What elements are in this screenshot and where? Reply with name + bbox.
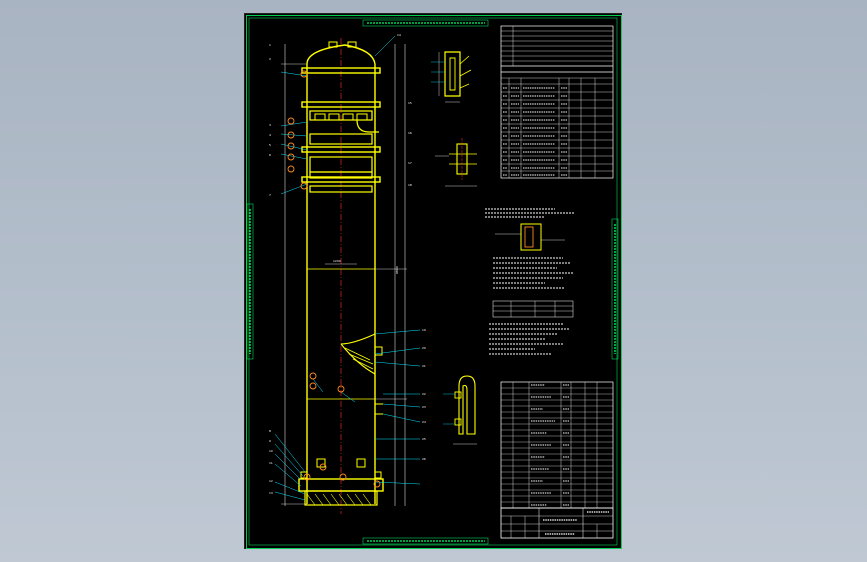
balloon-5: 5 (269, 143, 271, 147)
balloon-23: 23 (422, 405, 426, 409)
balloon-7: 7 (269, 193, 271, 197)
balloon-10: 10 (269, 449, 273, 453)
design-spec-table (500, 25, 614, 179)
balloon-4: 4 (269, 133, 271, 137)
balloon-21: 21 (422, 364, 426, 368)
balloon-11: 11 (269, 461, 273, 465)
balloon-20: 20 (422, 346, 426, 350)
balloon-18: 18 (408, 183, 412, 187)
balloon-12: 12 (269, 479, 273, 483)
detail-view-middle (435, 138, 477, 187)
drawing-frame (246, 15, 622, 549)
balloon-1: 1 (269, 43, 271, 47)
balloon-15: 15 (408, 101, 412, 105)
balloon-24: 24 (422, 420, 426, 424)
balloon-2: 2 (269, 57, 271, 61)
balloon-19: 19 (422, 328, 426, 332)
title-block (500, 507, 614, 539)
detail-view-section (495, 223, 565, 251)
balloon-26: 26 (422, 457, 426, 461)
balloon-circles (287, 70, 381, 488)
cad-drawing: 1200 9800 (246, 15, 622, 549)
balloon-22: 22 (422, 392, 426, 396)
balloon-6: 6 (269, 153, 271, 157)
detail-view-top (431, 51, 472, 103)
svg-text:9800: 9800 (395, 266, 399, 274)
balloon-13: 13 (269, 491, 273, 495)
balloon-17: 17 (408, 161, 412, 165)
balloon-25: 25 (422, 437, 426, 441)
svg-text:1200: 1200 (333, 259, 341, 263)
dimension-lines: 1200 9800 (281, 44, 407, 506)
technical-notes (485, 208, 575, 355)
balloon-14: 14 (397, 33, 401, 37)
balloon-callouts-right (312, 35, 421, 485)
balloon-callouts-left (274, 71, 308, 501)
balloon-3: 3 (269, 123, 271, 127)
balloon-8: 8 (269, 429, 271, 433)
tower-column (298, 38, 384, 514)
detail-view-lower (443, 375, 477, 445)
parts-list-table (500, 381, 614, 509)
drawing-sheet: 1200 9800 (244, 13, 622, 549)
balloon-16: 16 (408, 131, 412, 135)
balloon-labels: 1 2 3 4 5 6 7 8 9 10 11 12 13 14 15 16 1… (269, 33, 426, 495)
balloon-9: 9 (269, 439, 271, 443)
